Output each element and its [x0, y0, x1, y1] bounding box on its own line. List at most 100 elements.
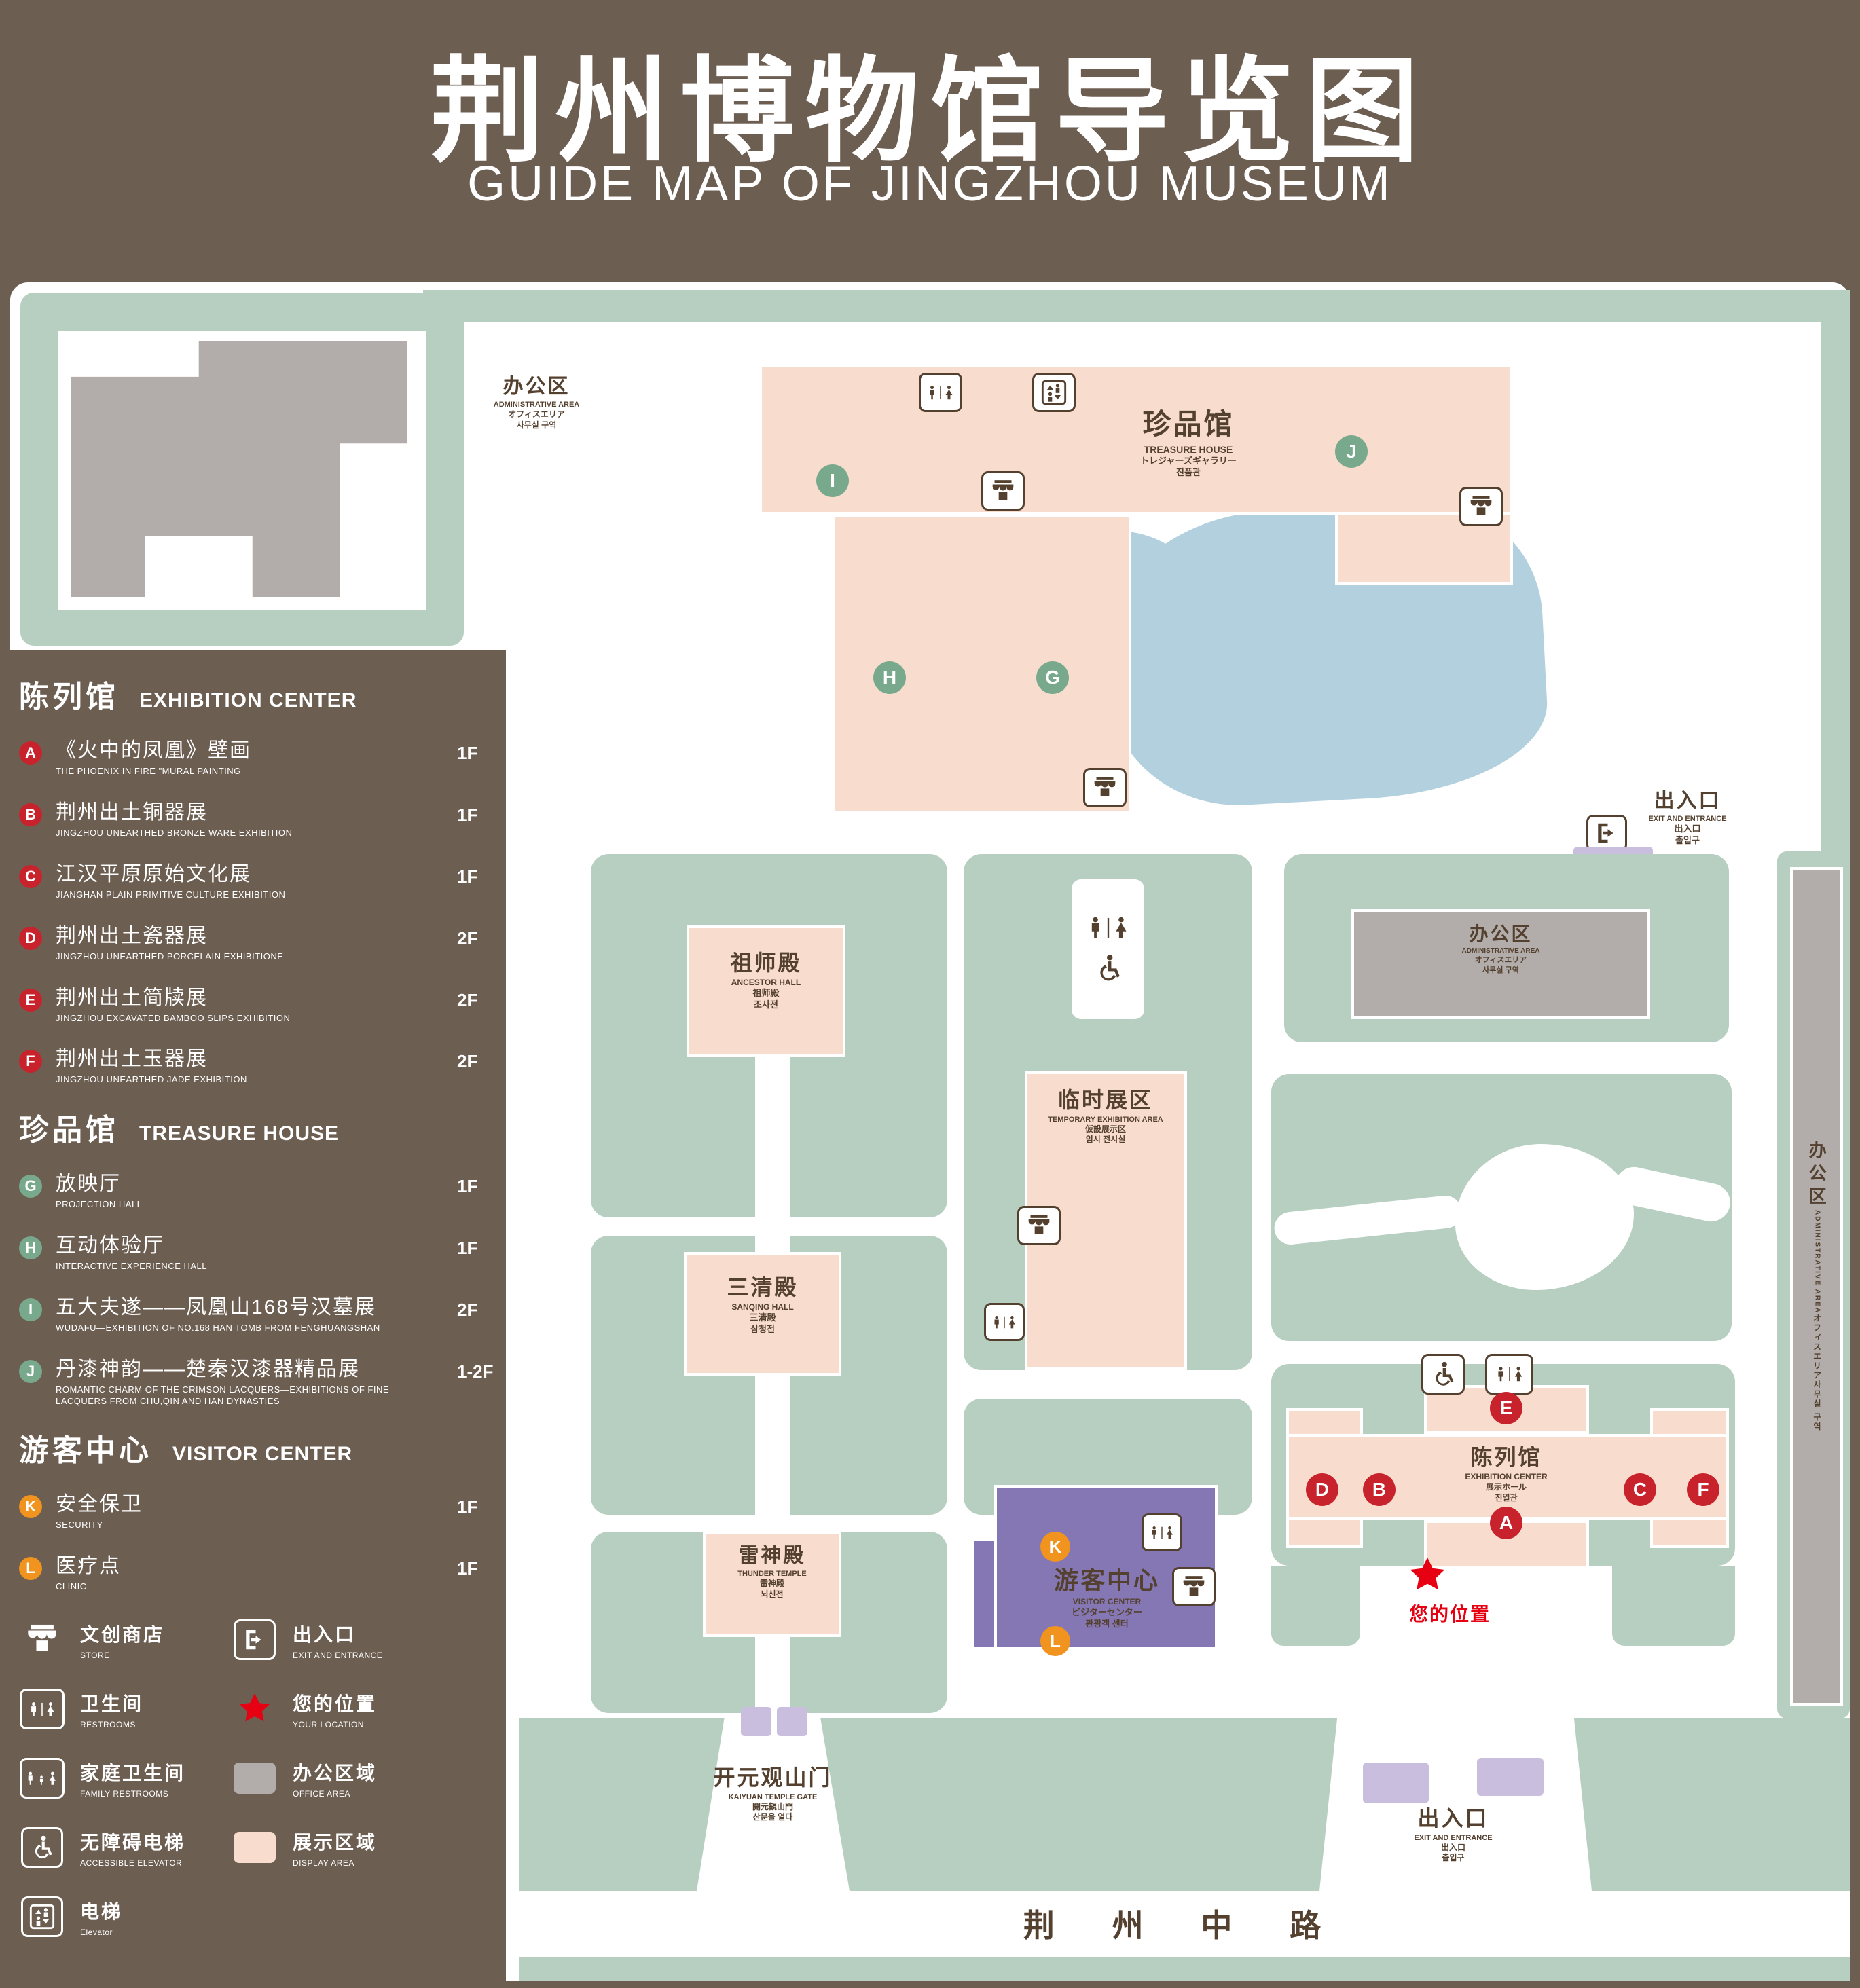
legend-label-en: STORE	[80, 1650, 110, 1660]
exit-label-ja: 出入口	[1440, 1842, 1465, 1852]
section-title-zh: 珍品馆	[19, 1113, 119, 1147]
item-floor: 2F	[457, 989, 478, 1010]
thunder-temple-label-ko: 뇌신전	[761, 1589, 784, 1599]
item-subtitle: JINGZHOU EXCAVATED BAMBOO SLIPS EXHIBITI…	[56, 1012, 291, 1023]
exit-label-zh: 出入口	[1654, 790, 1721, 812]
map-marker-D: D	[1306, 1473, 1338, 1506]
treasure-house-label-en: TREASURE HOUSE	[1144, 443, 1233, 455]
section-title-en: EXHIBITION CENTER	[139, 689, 357, 712]
legend-label-zh: 办公区域	[293, 1762, 378, 1784]
item-floor: 1F	[457, 866, 478, 887]
legend-label-en: Elevator	[80, 1927, 113, 1937]
item-floor: 2F	[457, 927, 478, 949]
item-title: 丹漆神韵——楚秦汉漆器精品展	[56, 1357, 360, 1380]
map-marker-F: F	[1687, 1473, 1719, 1506]
store-icon	[981, 471, 1025, 511]
sanqing-hall-label-en: SANQING HALL	[731, 1302, 794, 1312]
lawn-top-strip	[423, 290, 1850, 322]
sanqing-hall-label-zh: 三清殿	[727, 1275, 799, 1300]
list-item-J: J 丹漆神韵——楚秦汉漆器精品展 ROMANTIC CHARM OF THE CR…	[19, 1357, 503, 1407]
item-floor: 1F	[457, 1237, 478, 1258]
map-marker-H: H	[873, 661, 906, 694]
item-title: 安全保卫	[56, 1493, 143, 1515]
restroom-building	[1072, 879, 1144, 1019]
item-floor: 1F	[457, 1176, 478, 1196]
map-marker-B: B	[1363, 1473, 1396, 1506]
item-floor: 2F	[457, 1051, 478, 1072]
visitor-center-label-en: VISITOR CENTER	[1072, 1596, 1142, 1606]
legend-restrooms: 卫生间 RESTROOMS	[19, 1689, 232, 1729]
legend-label-zh: 文创商店	[80, 1623, 165, 1645]
exit-icon	[1586, 815, 1627, 851]
section-title-zh: 游客中心	[19, 1434, 152, 1467]
lawn-road-south	[519, 1957, 1850, 1981]
exhibition-center-label: 陈列馆 EXHIBITION CENTER 展示ホール 진열관	[1425, 1443, 1588, 1503]
item-subtitle: SECURITY	[56, 1520, 103, 1530]
legend-label-en: RESTROOMS	[80, 1719, 136, 1729]
treasure-house-label-zh: 珍品馆	[1142, 408, 1235, 440]
treasure-house-label-ja: トレジャーズギャラリー	[1140, 455, 1237, 466]
accessible-restroom-icon	[1093, 953, 1123, 983]
admin-label-ko: 사무실 구역	[1482, 965, 1519, 974]
exit-southeast-label: 出入口 EXIT AND ENTRANCE 出入口 출입구	[1385, 1805, 1521, 1864]
legend-label-zh: 卫生间	[80, 1693, 144, 1714]
admin-label-en: ADMINISTRATIVE AREA	[1813, 1210, 1821, 1314]
display-area-swatch	[232, 1832, 278, 1863]
ancestor-hall-label: 祖师殿 ANCESTOR HALL 祖师殿 조사전	[687, 949, 845, 1011]
admin-label-ja: オフィスエリア	[1474, 956, 1527, 965]
section-title-en: VISITOR CENTER	[172, 1443, 353, 1465]
map-marker-E: E	[1490, 1392, 1522, 1424]
section-title-zh: 陈列馆	[19, 680, 119, 714]
item-subtitle: JINGZHOU UNEARTHED JADE EXHIBITION	[56, 1074, 247, 1085]
southeast-entrance-plaza	[1319, 1718, 1592, 1891]
gate-label-zh: 开元观山门	[713, 1765, 833, 1790]
temporary-exhibition-label-en: TEMPORARY EXHIBITION AREA	[1048, 1115, 1163, 1124]
item-subtitle: ROMANTIC CHARM OF THE CRIMSON LACQUERS—E…	[56, 1384, 390, 1406]
store-icon	[1172, 1567, 1216, 1606]
exit-label-en: EXIT AND ENTRANCE	[1414, 1833, 1493, 1842]
thunder-temple-label-en: THUNDER TEMPLE	[737, 1570, 807, 1578]
marker-D: D	[19, 926, 42, 950]
ancestor-hall-label-zh: 祖师殿	[730, 951, 802, 975]
item-title: 荆州出土瓷器展	[56, 924, 208, 947]
marker-B: B	[19, 803, 42, 826]
lawn-east-4	[1612, 1566, 1735, 1646]
your-location-label: 您的位置	[1408, 1604, 1491, 1625]
ancestor-hall-building	[687, 925, 845, 1057]
admin-label-ko: 사무실 구역	[516, 420, 557, 430]
admin-east-building	[1351, 909, 1650, 1019]
lawn-east-3	[1271, 1566, 1360, 1646]
marker-G: G	[19, 1175, 42, 1198]
gate-plaza	[697, 1718, 850, 1891]
item-subtitle: THE PHOENIX IN FIRE "MURAL PAINTING	[56, 766, 241, 776]
elevator-icon	[1032, 373, 1076, 412]
item-floor: 1F	[457, 1558, 478, 1579]
gate-label: 开元观山门 KAIYUAN TEMPLE GATE 開元観山門 산문을 열다	[691, 1764, 854, 1823]
admin-east-label: 办公区 ADMINISTRATIVE AREA オフィスエリア 사무실 구역	[1419, 922, 1582, 975]
exhibition-center-label-ja: 展示ホール	[1485, 1482, 1527, 1492]
exhibition-center-label-ko: 진열관	[1495, 1492, 1518, 1503]
gate-label-ko: 산문을 열다	[752, 1812, 793, 1822]
entrance-pad-southeast-west	[1363, 1763, 1429, 1803]
item-title: 放映厅	[56, 1173, 121, 1195]
admin-label-ja: オフィスエリア	[508, 409, 565, 420]
marker-J: J	[19, 1359, 42, 1383]
thunder-temple-label: 雷神殿 THUNDER TEMPLE 雷神殿 뇌신전	[703, 1543, 841, 1600]
sanqing-hall-label-ko: 삼청전	[750, 1324, 775, 1335]
exit-northeast-label: 出入口 EXIT AND ENTRANCE 出入口 출입구	[1630, 788, 1745, 847]
restroom-icon	[1485, 1354, 1533, 1395]
exhibition-center-label-en: EXHIBITION CENTER	[1465, 1471, 1548, 1481]
legend-store: 文创商店 STORE	[19, 1620, 232, 1660]
